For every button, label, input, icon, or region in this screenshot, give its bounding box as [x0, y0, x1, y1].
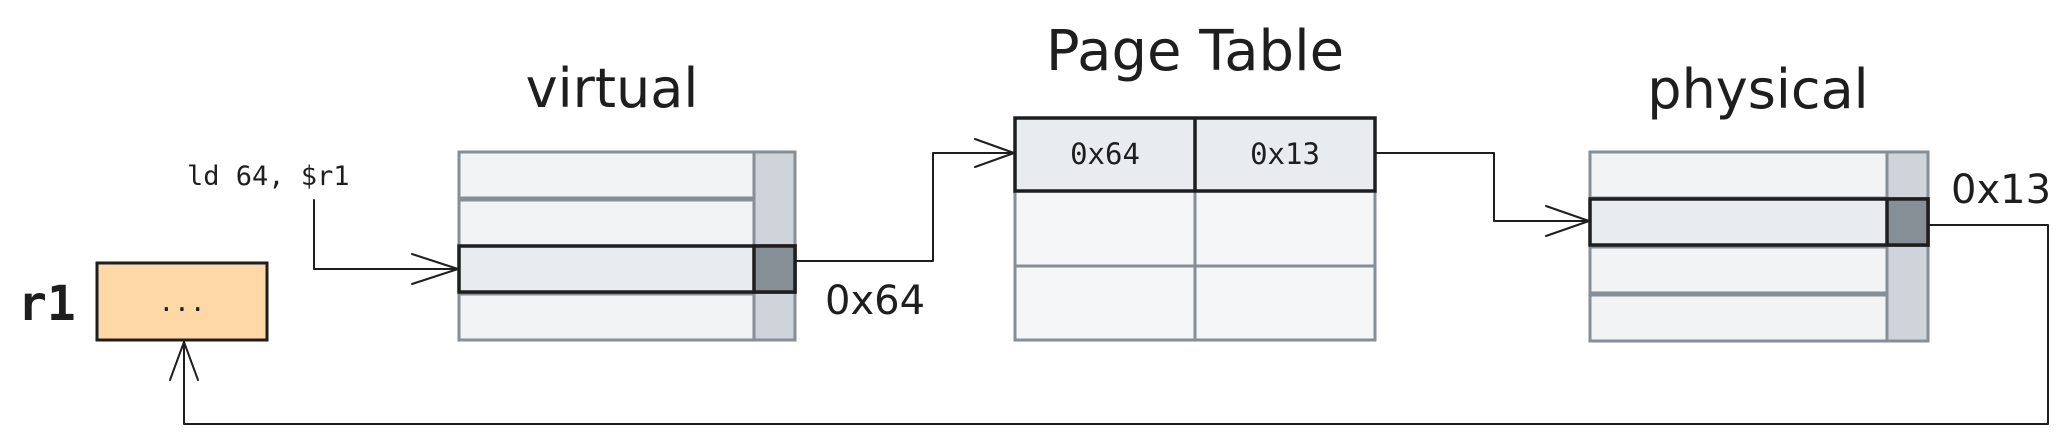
virtual-address-label: 0x64: [825, 278, 925, 324]
virtual-label: virtual: [526, 57, 699, 120]
physical-row-4: [1588, 293, 1930, 343]
physical-highlight-cell: [1885, 197, 1930, 247]
table-to-physical-arrow: [1375, 152, 1590, 237]
register-value: ...: [159, 288, 206, 318]
page-table-cell: 0x64: [1070, 137, 1140, 171]
page-table-cell: 0x13: [1250, 137, 1320, 171]
instruction-arrow-head: [411, 253, 459, 285]
physical-label: physical: [1647, 58, 1868, 121]
register-box-rect: [95, 261, 269, 342]
virtual-to-table-arrow-head: [974, 138, 1015, 168]
physical-to-register-arrow: [169, 224, 2049, 425]
physical-row-1: [1588, 150, 1930, 200]
page-table-title: Page Table: [1046, 19, 1344, 84]
virtual-memory-block: [457, 150, 797, 342]
instruction-arrow: [313, 199, 459, 285]
physical-to-register-arrow-line: [183, 224, 2049, 425]
virtual-row-1: [457, 150, 797, 200]
physical-highlight-row: [1588, 197, 1930, 247]
virtual-to-table-arrow-line: [796, 152, 1015, 262]
table-to-physical-arrow-head: [1545, 205, 1590, 237]
table-to-physical-arrow-line: [1375, 152, 1590, 222]
physical-row-3: [1588, 245, 1930, 295]
virtual-highlight-cell: [752, 244, 797, 294]
physical-address-label: 0x13: [1951, 167, 2051, 213]
register-box: ...: [95, 261, 269, 342]
virtual-row-4: [457, 292, 797, 342]
page-table: 0x64 0x13: [1013, 116, 1377, 342]
physical-to-register-arrow-head: [169, 341, 199, 381]
instruction-arrow-line: [313, 199, 459, 270]
virtual-highlight-row: [457, 244, 797, 294]
virtual-to-table-arrow: [796, 138, 1015, 262]
register-name: r1: [18, 276, 76, 332]
virtual-row-2: [457, 198, 797, 248]
instruction-text: ld 64, $r1: [187, 161, 350, 192]
physical-memory-block: [1588, 150, 1930, 343]
